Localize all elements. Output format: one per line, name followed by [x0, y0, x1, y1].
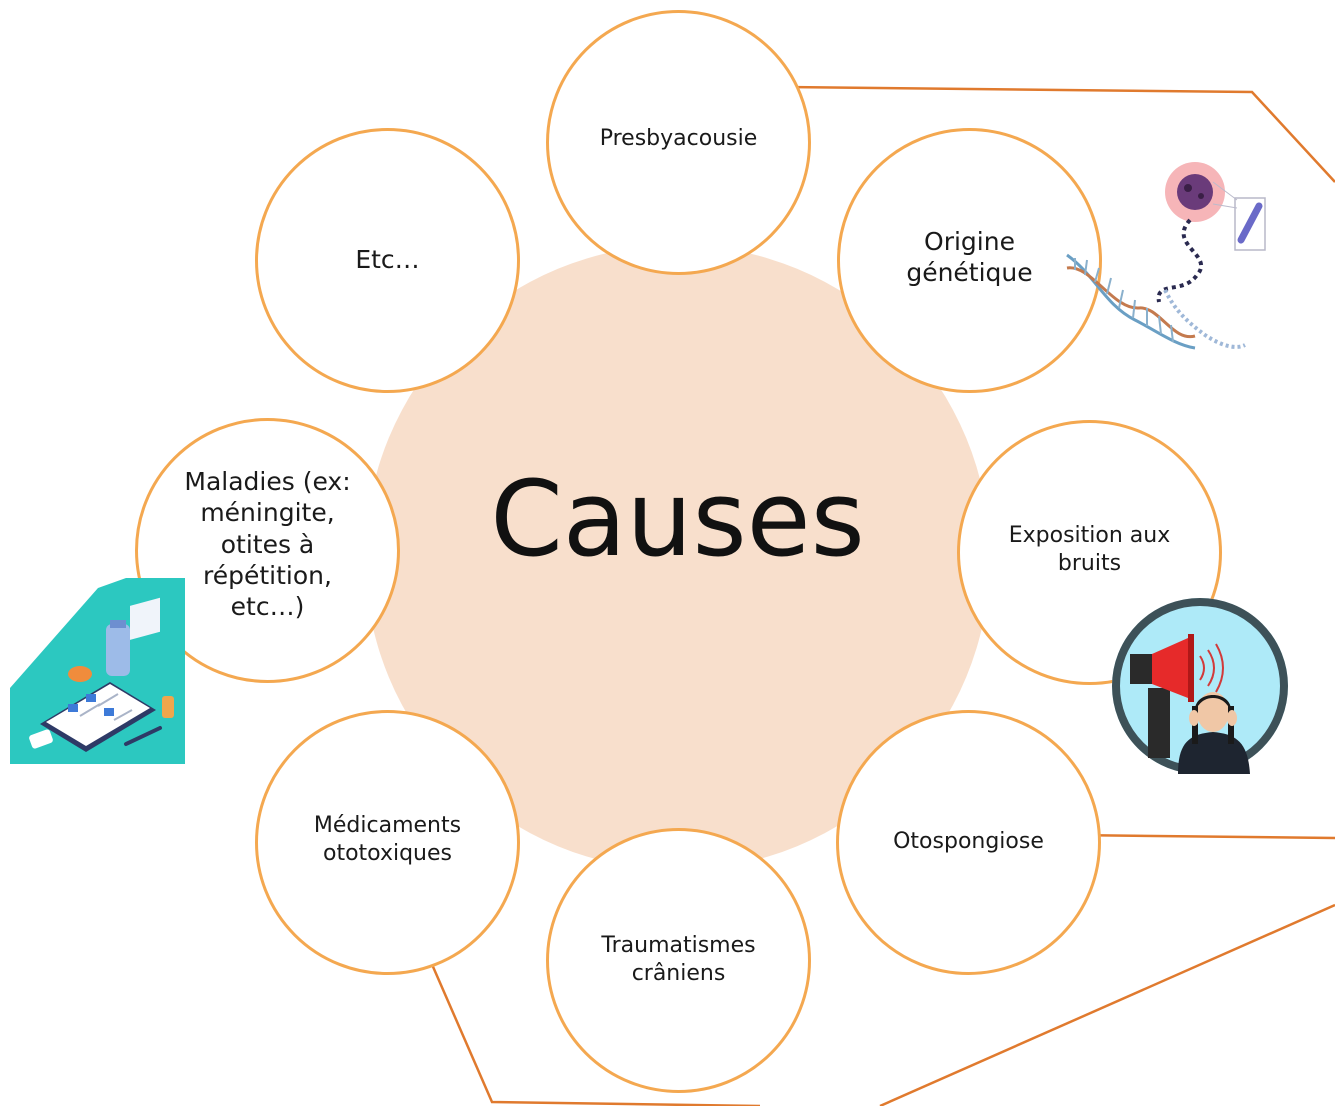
cause-node-otospongiose: [836, 710, 1101, 975]
cause-label-medicaments-ototoxiques: Médicaments ototoxiques: [313, 813, 462, 866]
dna-chromosome-image: [1066, 162, 1266, 350]
cause-node-origine-genetique: [837, 128, 1102, 393]
cause-node-medicaments-ototoxiques: [255, 710, 520, 975]
connector-line-presbyacousie: [687, 84, 1335, 183]
noise-megaphone-image: [1112, 598, 1288, 774]
cause-label-exposition-bruits: Exposition aux bruits: [1008, 523, 1171, 576]
cause-label-etc: Etc…: [355, 245, 420, 274]
connector-line-otospongiose: [1069, 833, 1335, 840]
cause-node-presbyacousie: [546, 10, 811, 275]
cause-label-origine-genetique: Origine génétique: [906, 227, 1033, 288]
cause-label-presbyacousie: Presbyacousie: [599, 126, 758, 151]
cause-label-maladies: Maladies (ex: méningite, otites à répéti…: [184, 467, 351, 621]
cause-label-otospongiose: Otospongiose: [893, 829, 1044, 854]
connector-line-lower-right: [879, 903, 1335, 1106]
medication-clipboard-image: [10, 578, 185, 764]
cause-node-traumatismes-craniens: [546, 828, 811, 1093]
cause-label-traumatismes-craniens: Traumatismes crâniens: [601, 933, 756, 986]
cause-node-etc: [255, 128, 520, 393]
center-title: Causes: [490, 458, 865, 580]
